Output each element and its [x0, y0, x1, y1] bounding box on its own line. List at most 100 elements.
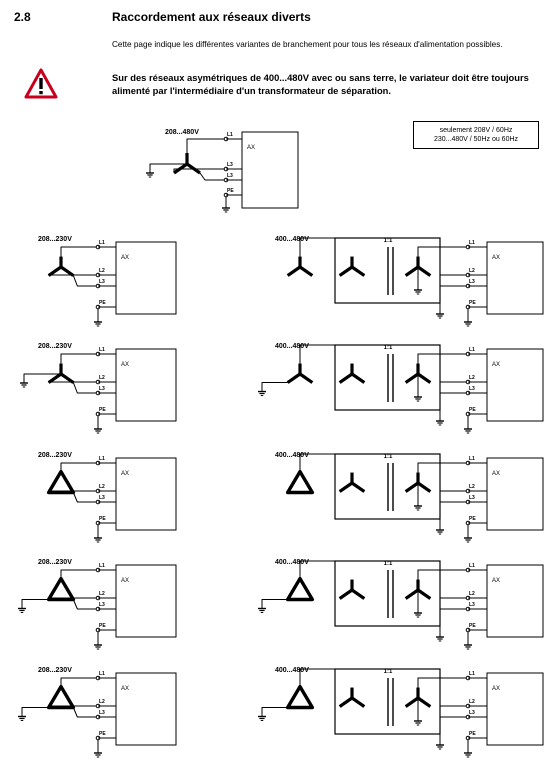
transformer-frame — [334, 344, 441, 411]
ground-icon — [414, 503, 422, 511]
delta-winding-icon — [46, 469, 76, 495]
section-title: Raccordement aux réseaux diverts — [112, 10, 311, 24]
delta-winding-icon — [46, 576, 76, 602]
terminal-label-l3: L3 — [227, 173, 233, 179]
delta-winding-icon — [46, 684, 76, 710]
device-label: AX — [492, 686, 500, 692]
device-box — [115, 672, 177, 746]
terminal-label-l2: L2 — [99, 268, 105, 274]
device-box — [115, 564, 177, 638]
voltage-label-right: 400...480V — [275, 452, 309, 459]
device-label: AX — [121, 578, 129, 584]
transformer-ratio: 1:1 — [384, 345, 393, 351]
device-label: AX — [121, 686, 129, 692]
terminal-label-l2: L2 — [99, 375, 105, 381]
ground-icon — [436, 418, 444, 426]
star-winding-icon — [338, 472, 366, 493]
note-line-2: 230...480V / 50Hz ou 60Hz — [433, 136, 519, 143]
star-winding-icon — [404, 472, 432, 493]
terminal-label-l1: L1 — [99, 456, 105, 462]
device-box — [241, 131, 299, 209]
device-label: AX — [492, 578, 500, 584]
terminal-label-pe: PE — [99, 300, 106, 306]
terminal-label-l3: L3 — [99, 495, 105, 501]
voltage-label-left: 208...230V — [38, 452, 72, 459]
terminal-label-l1: L1 — [469, 456, 475, 462]
terminal-label-l1: L1 — [469, 240, 475, 246]
device-box — [486, 564, 544, 638]
ground-icon — [94, 535, 102, 543]
ground-icon — [414, 718, 422, 726]
ground-icon — [258, 605, 266, 613]
star-winding-icon — [404, 687, 432, 708]
terminal-label-l2: L2 — [469, 484, 475, 490]
terminal-label-l1: L1 — [99, 347, 105, 353]
ground-icon — [94, 750, 102, 758]
ground-icon — [414, 287, 422, 295]
ground-icon — [436, 311, 444, 319]
ground-icon — [414, 394, 422, 402]
ground-icon — [94, 319, 102, 327]
terminal-label-l3: L3 — [469, 602, 475, 608]
terminal-label-l1: L1 — [469, 671, 475, 677]
ground-icon — [222, 205, 230, 213]
terminal-label-pe: PE — [469, 623, 476, 629]
voltage-label-left: 208...230V — [38, 559, 72, 566]
device-label: AX — [492, 362, 500, 368]
intro-text: Cette page indique les différentes varia… — [112, 40, 503, 49]
device-label: AX — [492, 255, 500, 261]
terminal-label-l3: L3 — [99, 279, 105, 285]
ground-icon — [94, 426, 102, 434]
ground-icon — [436, 527, 444, 535]
device-label: AX — [121, 255, 129, 261]
device-label: AX — [121, 471, 129, 477]
ground-icon — [18, 713, 26, 721]
transformer-ratio: 1:1 — [384, 669, 393, 675]
voltage-label-left: 208...230V — [38, 236, 72, 243]
terminal-label-pe: PE — [469, 300, 476, 306]
terminal-label-pe: PE — [469, 731, 476, 737]
warning-text: Sur des réseaux asymétriques de 400...48… — [112, 72, 529, 96]
star-winding-icon — [404, 363, 432, 384]
terminal-label-l3: L3 — [99, 710, 105, 716]
ground-icon — [146, 170, 154, 178]
transformer-ratio: 1:1 — [384, 561, 393, 567]
terminal-label-l3: L3 — [227, 162, 233, 168]
terminal-label-pe: PE — [469, 407, 476, 413]
warning-triangle-icon — [24, 68, 58, 105]
voltage-label-right: 400...480V — [275, 236, 309, 243]
terminal-label-l3: L3 — [469, 710, 475, 716]
star-winding-icon — [286, 256, 314, 277]
ground-icon — [258, 713, 266, 721]
terminal-label-l2: L2 — [99, 484, 105, 490]
voltage-label-right: 400...480V — [275, 343, 309, 350]
device-label: AX — [247, 145, 255, 151]
star-winding-icon — [404, 579, 432, 600]
transformer-ratio: 1:1 — [384, 238, 393, 244]
delta-winding-icon — [285, 469, 315, 495]
delta-winding-icon — [285, 684, 315, 710]
device-box — [486, 348, 544, 422]
device-label: AX — [492, 471, 500, 477]
terminal-label-l1: L1 — [99, 563, 105, 569]
device-box — [486, 672, 544, 746]
ground-icon — [18, 605, 26, 613]
section-number: 2.8 — [14, 10, 31, 24]
voltage-label-top: 208...480V — [165, 129, 199, 136]
terminal-label-l2: L2 — [469, 268, 475, 274]
device-box — [115, 348, 177, 422]
terminal-label-l2: L2 — [99, 699, 105, 705]
note-line-1: seulement 208V / 60Hz — [439, 127, 513, 134]
terminal-label-l2: L2 — [469, 375, 475, 381]
ground-icon — [464, 319, 472, 327]
